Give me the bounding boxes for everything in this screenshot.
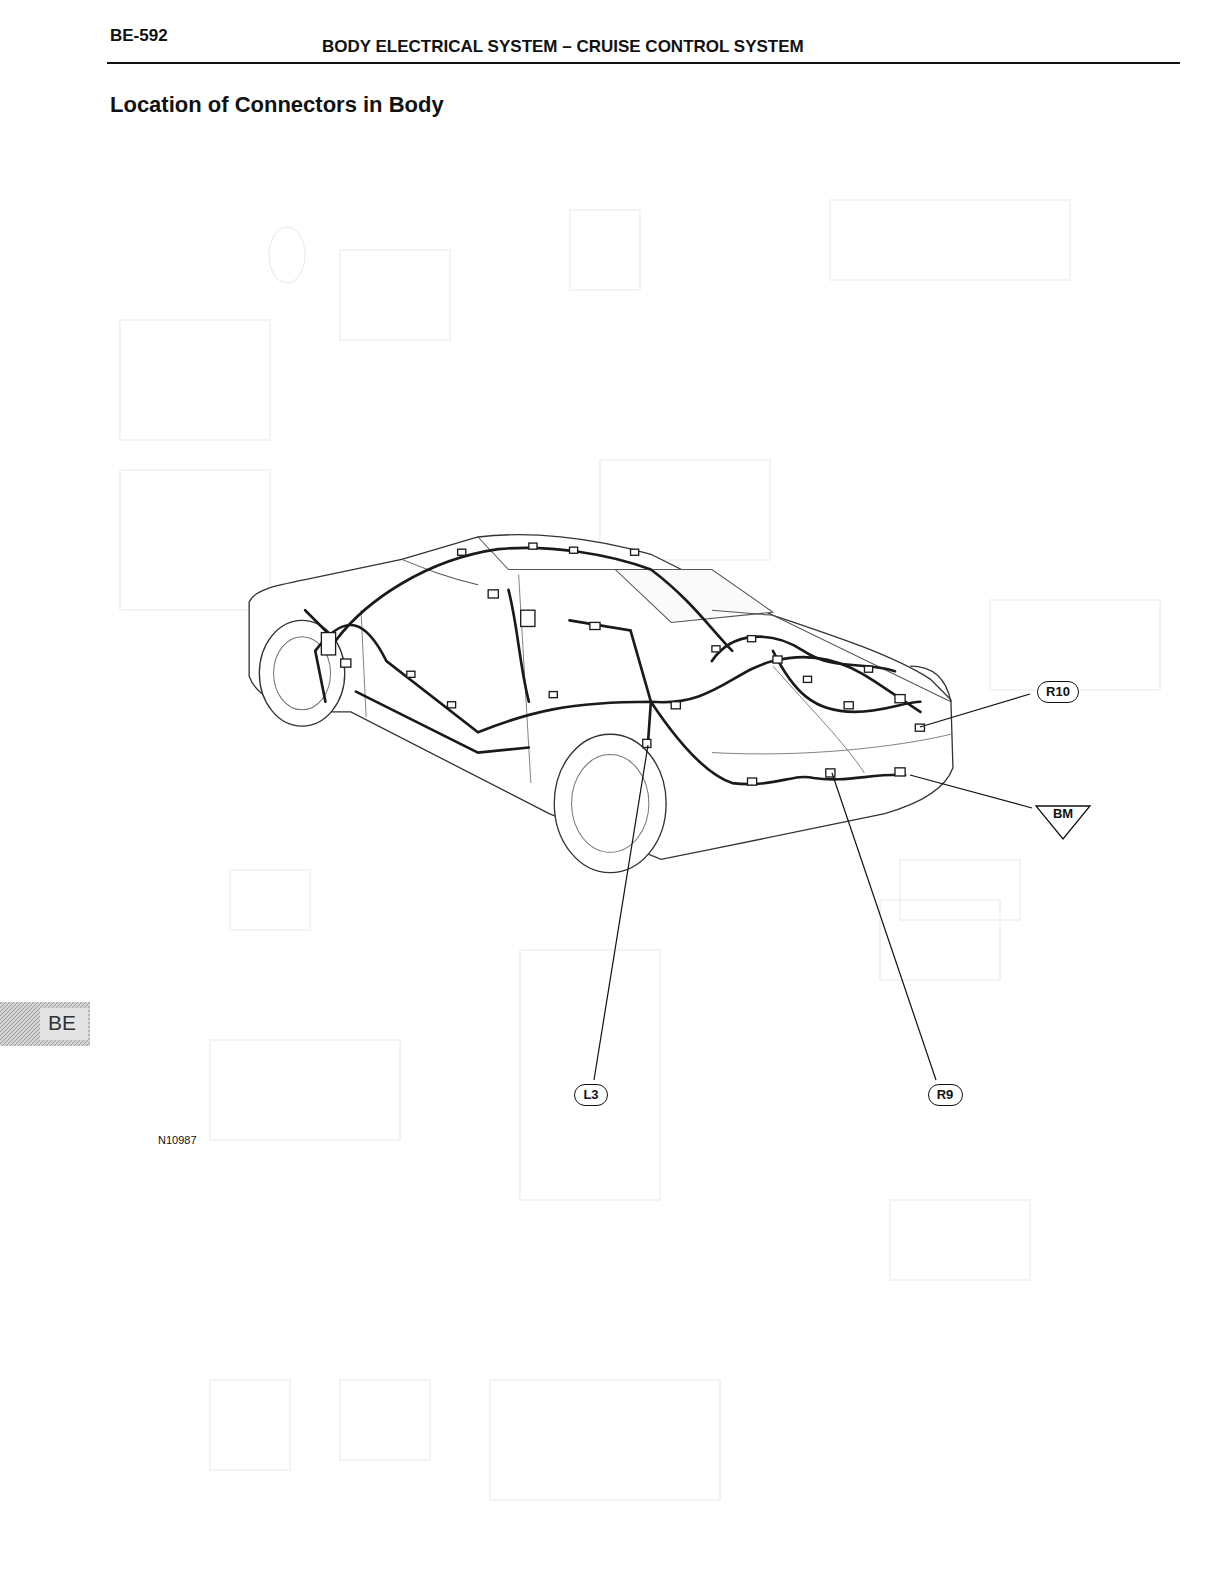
leader-lines [594,694,1032,1080]
section-tab [0,1002,90,1046]
page-heading: Location of Connectors in Body [110,92,444,117]
section-tab-face [40,1008,88,1040]
header-rule [107,62,1180,64]
connector-callout: R10 [1037,681,1079,703]
triangle-shape [1036,806,1090,839]
page-number: BE-592 [110,26,168,46]
section-header: BODY ELECTRICAL SYSTEM – CRUISE CONTROL … [322,37,804,57]
section-tab-label: BE [48,1011,76,1035]
callout-code: R10 [1046,685,1070,700]
connector-callout: R9 [928,1084,963,1106]
callout-code: R9 [937,1088,954,1103]
bleed-through [120,200,1160,1500]
callout-code: L3 [583,1088,598,1103]
figure-code: N10987 [158,1134,197,1147]
callout-code: BM [1035,807,1091,822]
ground-point-callout: BM [1035,805,1091,840]
car-illustration [249,535,953,873]
connector-callout: L3 [574,1084,608,1106]
